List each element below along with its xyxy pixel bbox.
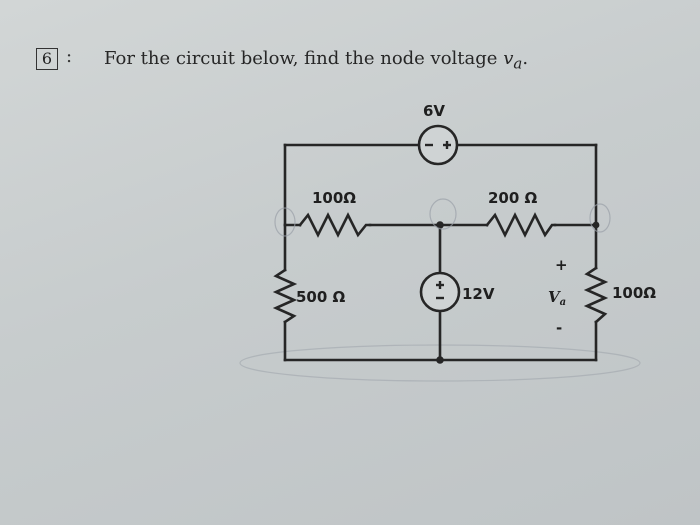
node-center-bottom [436, 356, 444, 364]
pencil-node-mark-center [429, 198, 457, 230]
label-va-plus: + [555, 256, 568, 274]
problem-variable-subscript: a [513, 54, 523, 73]
problem-number-box: 6 [36, 48, 58, 70]
problem-text-prefix: For the circuit below, find the node vol… [104, 48, 504, 69]
resistor-500-left [272, 268, 298, 324]
problem-statement: For the circuit below, find the node vol… [104, 48, 528, 73]
pencil-node-mark-left [274, 207, 296, 237]
label-resistor-500-left: 500 Ω [296, 288, 346, 306]
label-resistor-200-top-right: 200 Ω [488, 189, 538, 207]
label-va-subscript: a [560, 297, 566, 308]
node-center-top [436, 221, 444, 229]
resistor-100-top-left [298, 212, 372, 238]
label-va: Va [548, 288, 566, 308]
resistor-200-top-right [485, 212, 557, 238]
label-va-minus: - [556, 319, 562, 337]
voltage-source-12v [419, 271, 461, 313]
problem-text-suffix: . [522, 48, 529, 69]
label-resistor-100-top-left: 100Ω [312, 189, 356, 207]
label-va-letter: V [548, 288, 561, 306]
label-source-6v: 6V [423, 102, 445, 120]
resistor-100-right [583, 266, 609, 324]
label-source-12v: 12V [462, 285, 495, 303]
voltage-source-6v [417, 124, 459, 166]
label-resistor-100-right: 100Ω [612, 284, 656, 302]
problem-variable: v [503, 48, 514, 69]
problem-colon: : [66, 46, 73, 67]
node-right [592, 221, 600, 229]
pencil-node-mark-right [589, 203, 611, 233]
